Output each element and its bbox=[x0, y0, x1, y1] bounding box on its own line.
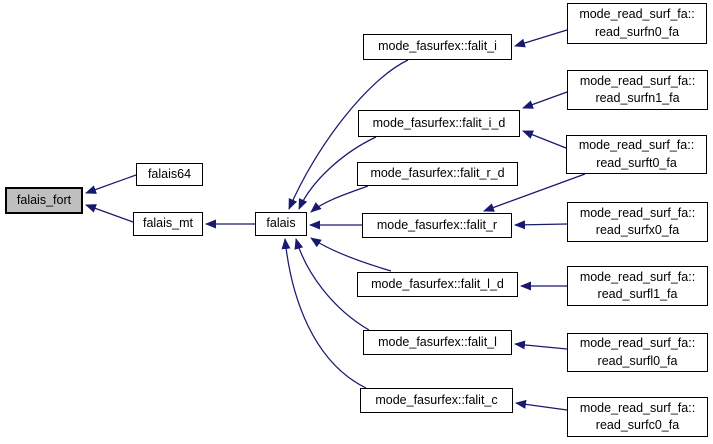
edge-falais64-to-falais_fort bbox=[85, 174, 137, 194]
node-read-surfl0-fa[interactable]: mode_read_surf_fa:: read_surfl0_fa bbox=[567, 333, 708, 372]
edge-read_surfx0_fa-to-falit_r bbox=[514, 220, 568, 230]
node-read-surfx0-fa[interactable]: mode_read_surf_fa:: read_surfx0_fa bbox=[567, 202, 708, 242]
edge-read_surfn1_fa-to-falit_i_d bbox=[522, 91, 568, 109]
node-falit-l[interactable]: mode_fasurfex::falit_l bbox=[363, 330, 512, 355]
edge-read_surfn0_fa-to-falit_i bbox=[514, 29, 568, 48]
edge-read_surft0_fa-to-falit_r bbox=[483, 173, 586, 212]
node-falit-c[interactable]: mode_fasurfex::falit_c bbox=[360, 388, 513, 413]
node-read-surfn1-fa[interactable]: mode_read_surf_fa:: read_surfn1_fa bbox=[567, 70, 708, 110]
edge-read_surft0_fa-to-falit_i_d bbox=[522, 130, 567, 149]
node-falit-r-d[interactable]: mode_fasurfex::falit_r_d bbox=[357, 162, 518, 186]
edge-falit_i_d-to-falais bbox=[298, 136, 377, 210]
node-read-surfc0-fa[interactable]: mode_read_surf_fa:: read_surfc0_fa bbox=[567, 397, 708, 437]
edge-falit_i-to-falais bbox=[288, 59, 409, 210]
node-read-surfn0-fa[interactable]: mode_read_surf_fa:: read_surfn0_fa bbox=[567, 3, 707, 44]
node-falit-i[interactable]: mode_fasurfex::falit_i bbox=[363, 34, 512, 60]
node-falais64[interactable]: falais64 bbox=[136, 163, 203, 186]
node-falais-fort[interactable]: falais_fort bbox=[5, 187, 83, 214]
edge-falit_l_d-to-falais bbox=[310, 237, 392, 272]
node-falais[interactable]: falais bbox=[255, 212, 307, 236]
node-falit-l-d[interactable]: mode_fasurfex::falit_l_d bbox=[357, 272, 518, 297]
node-read-surft0-fa[interactable]: mode_read_surf_fa:: read_surft0_fa bbox=[566, 135, 707, 174]
node-falit-r[interactable]: mode_fasurfex::falit_r bbox=[362, 213, 512, 238]
edge-read_surfl0_fa-to-falit_l bbox=[514, 340, 568, 350]
node-falit-i-d[interactable]: mode_fasurfex::falit_i_d bbox=[358, 110, 520, 137]
edge-falit_c-to-falais bbox=[281, 238, 367, 389]
edge-read_surfc0_fa-to-falit_c bbox=[515, 399, 568, 411]
edge-falais_mt-to-falais_fort bbox=[85, 204, 134, 223]
edge-falit_r_d-to-falais bbox=[310, 185, 369, 213]
node-falais-mt[interactable]: falais_mt bbox=[133, 212, 203, 236]
edge-falit_l-to-falais bbox=[294, 238, 370, 331]
node-read-surfl1-fa[interactable]: mode_read_surf_fa:: read_surfl1_fa bbox=[567, 266, 708, 306]
